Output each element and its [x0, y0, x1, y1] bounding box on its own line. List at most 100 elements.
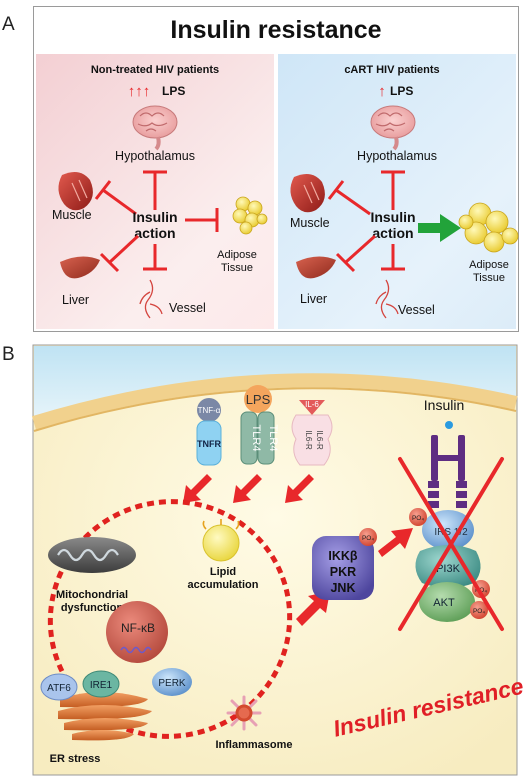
right-heading: cART HIV patients	[344, 64, 439, 76]
inflammasome-label: Inflammasome	[215, 739, 292, 751]
mito-label-1: Mitochondrial	[56, 589, 128, 601]
panel-b-letter: B	[2, 344, 15, 365]
perk-protein	[152, 668, 192, 696]
left-vessel-label: Vessel	[169, 301, 206, 315]
mito-label-2: dysfunction	[61, 602, 124, 614]
il6r-label-a: IL6-R	[304, 430, 313, 450]
right-lps-label: LPS	[390, 84, 413, 98]
er-stress-label: ER stress	[50, 753, 101, 765]
akt-label: AKT	[433, 597, 455, 609]
right-adipose-label1: Adipose	[469, 259, 509, 271]
left-muscle-label: Muscle	[52, 208, 92, 222]
kinase-label-pkr: PKR	[330, 565, 356, 579]
right-hypothalamus-label: Hypothalamus	[357, 149, 437, 163]
left-liver-icon	[60, 256, 100, 279]
left-adipose-label2: Tissue	[221, 262, 253, 274]
il6r-label-b: IL6-R	[315, 430, 324, 450]
irs-phosphate-icon	[409, 508, 427, 526]
lps-receptor-label: LPS	[246, 392, 271, 407]
panel-a-title: Insulin resistance	[170, 16, 382, 44]
zone-to-kinases-arrow	[296, 591, 330, 626]
right-center-action: action	[372, 225, 413, 241]
tnfr-receptor: TNF-α TNFR	[196, 398, 222, 466]
right-vessel-icon	[375, 279, 399, 319]
left-center-action: action	[134, 225, 175, 241]
tlr4-receptor: LPS TLR4 TLR4	[240, 385, 279, 465]
left-inhibit-vessel	[143, 244, 167, 271]
er-icon	[58, 692, 152, 741]
left-inhibit-liver	[99, 234, 140, 273]
right-lps-arrows: ↑	[378, 83, 386, 100]
right-brain-icon	[370, 105, 416, 151]
right-inhibit-muscle	[327, 180, 371, 216]
extracellular-space	[34, 346, 516, 419]
panel-a-letter: A	[2, 14, 15, 35]
right-inhibit-liver	[335, 234, 377, 273]
left-inhibit-hypothalamus	[143, 170, 167, 210]
right-adipose-icon	[458, 202, 519, 253]
right-center-insulin: Insulin	[370, 209, 415, 225]
left-center-insulin: Insulin	[132, 209, 177, 225]
kinases-to-irs-arrow	[378, 528, 413, 557]
atf6-label: ATF6	[47, 683, 71, 694]
right-adipose-label2: Tissue	[473, 272, 505, 284]
perk-label: PERK	[158, 678, 186, 689]
irs-label: IRS 1/2	[434, 527, 468, 538]
left-inhibit-adipose	[185, 208, 219, 232]
tnfa-label: TNF-α	[198, 406, 221, 415]
inflammatory-zone-outline	[47, 499, 293, 739]
lipid-label-1: Lipid	[210, 566, 236, 578]
receptor-signal-arrows	[183, 474, 314, 503]
left-vessel-icon	[139, 279, 163, 319]
membrane-inner-edge	[33, 387, 517, 432]
left-adipose-label1: Adipose	[217, 249, 257, 261]
right-muscle-icon	[290, 173, 325, 213]
left-inhibit-muscle	[94, 180, 137, 216]
akt-phosphate-icon-2	[470, 601, 488, 619]
left-hypothalamus-label: Hypothalamus	[115, 149, 195, 163]
nfkb-label: NF-κB	[121, 621, 155, 635]
panel-b-diagram: TNF-α TNFR LPS TLR4 TLR4 IL-6 IL6-R IL6-…	[31, 344, 523, 776]
nfkb-nucleus	[106, 601, 168, 663]
il6r-receptor: IL-6 IL6-R IL6-R	[291, 400, 333, 466]
right-inhibit-vessel	[381, 244, 405, 271]
left-heading: Non-treated HIV patients	[91, 64, 219, 76]
pi3k-label: PI3K	[436, 563, 461, 575]
kinase-label-jnk: JNK	[330, 581, 355, 595]
ire1-protein	[82, 670, 120, 698]
right-liver-icon	[296, 256, 336, 279]
left-brain-icon	[132, 105, 178, 151]
kinase-block	[312, 536, 374, 600]
lipid-label-2: accumulation	[188, 579, 259, 591]
left-adipose-icon	[232, 196, 268, 235]
dna-icon	[120, 646, 152, 654]
right-liver-label: Liver	[300, 292, 327, 306]
cell-membrane	[31, 373, 518, 430]
ire1-label: IRE1	[90, 680, 113, 691]
left-lps-arrows: ↑↑↑	[128, 83, 151, 100]
insulin-label: Insulin	[424, 397, 464, 413]
il6-label: IL-6	[305, 400, 319, 409]
blocked-cross-icon	[398, 457, 504, 631]
right-vessel-label: Vessel	[398, 303, 435, 317]
left-scheme: Non-treated HIV patients ↑↑↑ LPS Hypotha…	[52, 64, 268, 319]
left-lps-label: LPS	[162, 84, 185, 98]
atf6-protein	[40, 673, 78, 701]
insulin-receptor	[428, 435, 467, 508]
kinase-phosphate-icon	[359, 528, 377, 546]
tnfr-label: TNFR	[197, 439, 221, 449]
insulin-molecule-icon	[445, 421, 453, 429]
akt-protein	[419, 582, 475, 622]
kinase-phosphate-label: PO₄	[362, 535, 374, 542]
akt-phosphate-label-2: PO₄	[473, 608, 485, 615]
tlr4-label-b: TLR4	[267, 425, 279, 452]
irs-phosphate-label: PO₄	[412, 515, 424, 522]
inflammasome-icon	[226, 695, 262, 731]
panel-a-diagram: Non-treated HIV patients ↑↑↑ LPS Hypotha…	[52, 64, 519, 319]
lipid-droplet-icon	[202, 519, 240, 562]
left-muscle-icon	[58, 171, 93, 211]
right-activate-adipose-arrow	[418, 214, 461, 242]
mitochondrion-icon	[48, 537, 136, 573]
tlr4-label-a: TLR4	[250, 425, 262, 452]
left-liver-label: Liver	[62, 293, 89, 307]
